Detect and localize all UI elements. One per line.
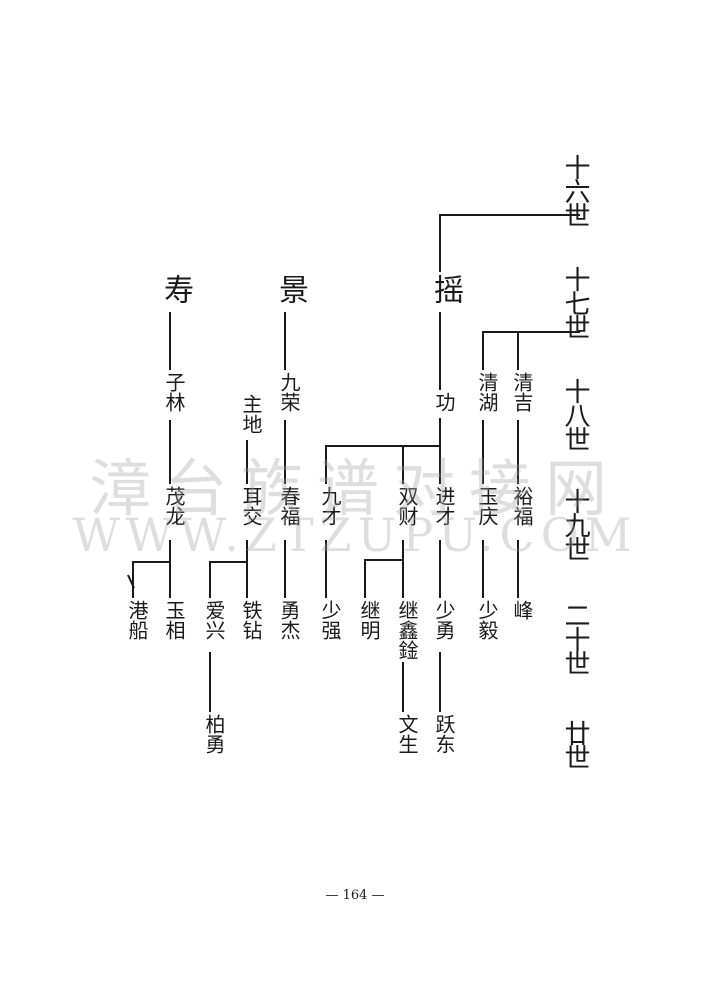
person-name: 勇杰 — [270, 598, 301, 642]
line-erjiao-branch — [209, 561, 247, 598]
generation-label: 十七世 — [560, 266, 590, 338]
person-name: 裕福 — [503, 484, 534, 528]
person-name: 继鑫鍂 — [388, 598, 419, 662]
person-name: 摇 — [420, 272, 463, 306]
person-name: 子林 — [155, 370, 186, 414]
person-name: 九才 — [311, 484, 342, 528]
person-name: 少毅 — [468, 598, 499, 642]
person-name: 主地 — [232, 392, 263, 436]
person-name: 九荣 — [270, 370, 301, 414]
person-name: 景 — [265, 272, 308, 306]
line-16-gen — [439, 214, 580, 290]
line-shuangcai-branch — [364, 559, 403, 598]
person-name: 寿 — [150, 272, 193, 306]
person-name: 继明 — [350, 598, 381, 642]
page-number: — 164 — — [325, 888, 385, 903]
generation-label: 十六世 — [560, 154, 590, 226]
person-name: 爱兴 — [195, 598, 226, 642]
person-name: 进才 — [425, 484, 456, 528]
generation-label: 十八世 — [560, 378, 590, 450]
person-name: 双财 — [388, 484, 419, 528]
person-name: 耳交 — [232, 484, 263, 528]
person-name: 少勇 — [425, 598, 456, 642]
line-17-gen — [482, 331, 580, 370]
mark-tick — [127, 574, 135, 589]
person-name: 清吉 — [503, 370, 534, 414]
line-maolong-branch — [132, 561, 170, 598]
person-name: 铁钻 — [232, 598, 263, 642]
person-name: 文生 — [388, 712, 419, 756]
person-name: 峰 — [503, 598, 534, 622]
person-name: 港船 — [118, 598, 149, 642]
person-name: 少强 — [311, 598, 342, 642]
person-name: 柏勇 — [195, 712, 226, 756]
person-name: 清湖 — [468, 370, 499, 414]
person-name: 春福 — [270, 484, 301, 528]
person-name: 茂龙 — [155, 484, 186, 528]
generation-label: 廿世 — [560, 720, 590, 768]
person-name: 跃东 — [425, 712, 456, 756]
generation-label: 二十世 — [560, 602, 590, 674]
person-name: 功 — [425, 390, 456, 414]
line-gong-branch — [325, 445, 440, 484]
person-name: 玉相 — [155, 598, 186, 642]
person-name: 玉庆 — [468, 484, 499, 528]
generation-label: 十九世 — [560, 488, 590, 560]
